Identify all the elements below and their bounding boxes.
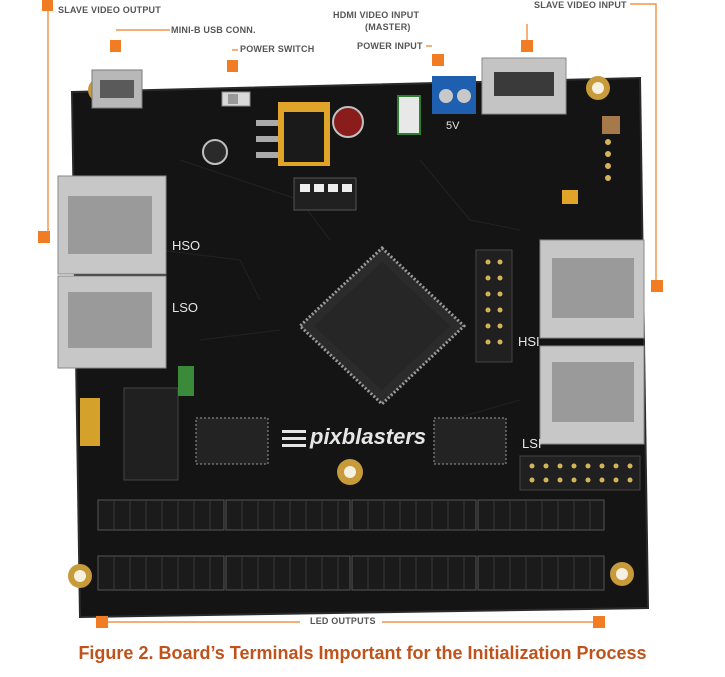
silk-lsi: LSI (522, 436, 542, 451)
callout-markers (38, 0, 663, 628)
mounting-hole-bottom-left (68, 564, 92, 588)
dip-switch (293, 177, 357, 211)
rj45-jack-lsi (539, 345, 645, 445)
hdmi-connector (481, 57, 567, 115)
fpga-chip (297, 245, 467, 407)
label-mini-b-usb: MINI-B USB CONN. (171, 25, 256, 35)
label-power-switch: POWER SWITCH (240, 44, 315, 54)
terminal-block-row-1 (97, 499, 605, 531)
driver-ic-left (195, 417, 269, 465)
silk-5v: 5V (446, 120, 460, 132)
rj45-jack-hso (57, 175, 167, 275)
capacitor-large (332, 106, 364, 138)
silk-hso: HSO (172, 238, 201, 253)
silk-hsi: HSI (518, 334, 540, 349)
label-slave-video-output: SLAVE VIDEO OUTPUT (58, 5, 161, 15)
power-switch (221, 91, 251, 107)
mounting-hole-top-right (586, 76, 610, 100)
mini-usb-connector (91, 69, 143, 109)
callout-lines (47, 3, 657, 623)
power-input-terminal (432, 76, 476, 114)
label-slave-video-input: SLAVE VIDEO INPUT (534, 0, 627, 10)
pin-header-bottom-right (519, 455, 641, 491)
mounting-hole-bottom-right (610, 562, 634, 586)
terminal-slot-dividers (113, 500, 591, 590)
rj45-jack-lso (57, 275, 167, 369)
label-hdmi-video-input: HDMI VIDEO INPUT (333, 10, 420, 20)
silk-brand: pixblasters (310, 424, 427, 449)
label-hdmi-master: (MASTER) (365, 22, 411, 32)
pixblasters-logo-mark (282, 430, 306, 447)
pin-column-top-right (562, 116, 620, 204)
terminal-block-row-2 (97, 555, 605, 591)
driver-ic-right (433, 417, 507, 465)
inductor (397, 95, 421, 135)
capacitor-small (202, 139, 228, 165)
mounting-hole-center (337, 459, 363, 485)
rj45-jack-hsi (539, 239, 645, 339)
silk-lso: LSO (172, 300, 199, 315)
pin-header-left (80, 366, 194, 481)
voltage-regulator (256, 102, 330, 166)
label-power-input: POWER INPUT (357, 41, 423, 51)
figure-caption: Figure 2. Board’s Terminals Important fo… (78, 643, 647, 663)
pin-header-right (475, 249, 513, 363)
label-led-outputs: LED OUTPUTS (310, 616, 376, 626)
